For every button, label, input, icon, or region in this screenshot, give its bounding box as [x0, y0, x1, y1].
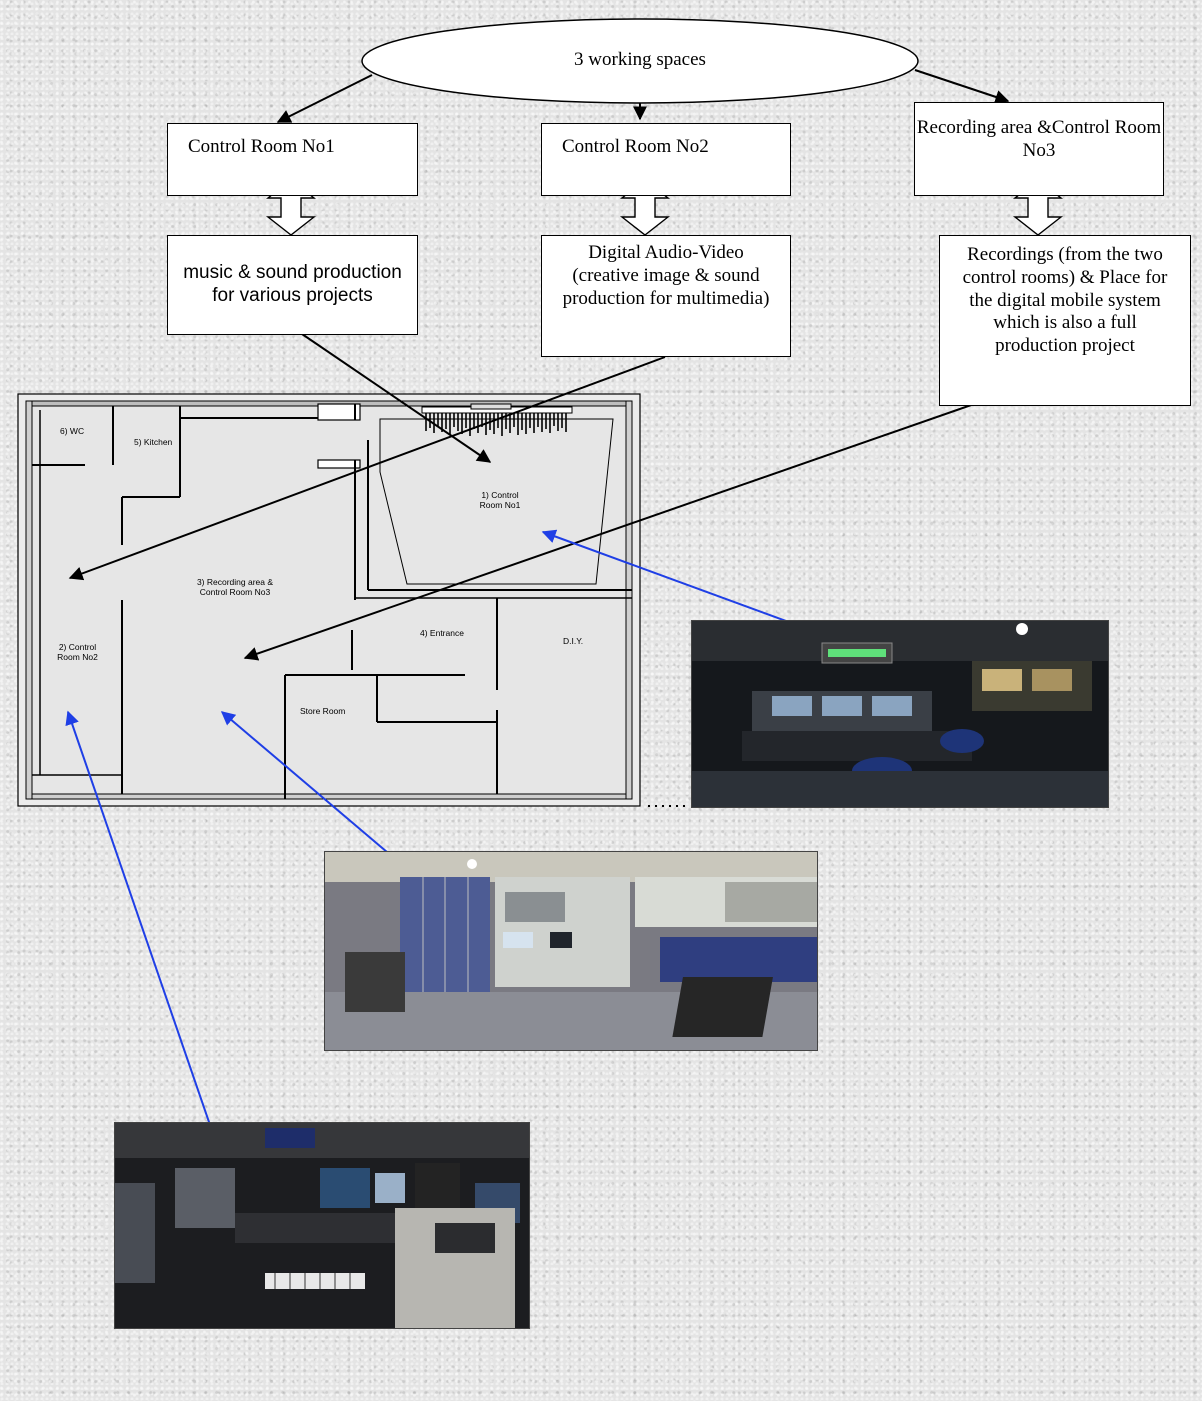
control-room-1-description: music & sound production for various pro… [183, 262, 402, 306]
control-room-3-description: Recordings (from the two control rooms) … [962, 244, 1168, 357]
room-label-wc: 6) WC [60, 426, 85, 436]
control-room-3-description-box: Recordings (from the two control rooms) … [939, 235, 1191, 406]
control-room-1-label: Control Room No1 [188, 136, 335, 157]
photo-control-room-2 [114, 1122, 530, 1329]
root-label: 3 working spaces [574, 49, 706, 70]
photo-control-room-1 [691, 620, 1109, 808]
room-label-control-room-1: 1) Control Room No1 [479, 490, 521, 510]
room-label-recording-area: 3) Recording area & Control Room No3 [196, 577, 274, 597]
control-room-1-box: Control Room No1 [167, 123, 418, 196]
control-room-2-label: Control Room No2 [562, 136, 709, 157]
arrow-desc3-to-plan [243, 394, 1001, 661]
control-room-3-box: Recording area &Control Room No3 [914, 102, 1164, 196]
room-label-control-room-2: 2) Control Room No2 [57, 642, 98, 662]
control-room-2-box: Control Room No2 [541, 123, 791, 196]
control-room-2-description: Digital Audio-Video (creative image & so… [562, 242, 770, 309]
room-label-store-room: Store Room [300, 706, 346, 716]
room-label-kitchen: 5) Kitchen [134, 437, 173, 447]
arrow-desc1-to-plan [301, 333, 492, 463]
arrow-desc2-to-plan [68, 356, 666, 581]
arrow-root-to-cr1 [276, 74, 373, 123]
control-room-3-label: Recording area &Control Room No3 [916, 117, 1162, 161]
photo-recording-area [324, 851, 818, 1051]
room-label-diy: D.I.Y. [563, 636, 584, 646]
control-room-2-description-box: Digital Audio-Video (creative image & so… [541, 235, 791, 357]
arrow-root-to-cr3 [914, 69, 1010, 104]
room-label-entrance: 4) Entrance [420, 628, 464, 638]
control-room-1-description-box: music & sound production for various pro… [167, 235, 418, 335]
floor-plan [17, 393, 641, 807]
